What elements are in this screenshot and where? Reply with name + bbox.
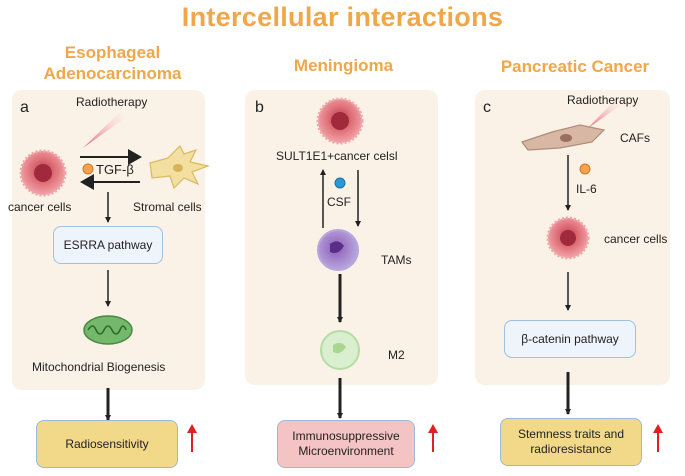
cafs-label: CAFs <box>620 131 650 145</box>
tams-label: TAMs <box>381 253 412 267</box>
panel-a-cancer-cells-label: cancer cells <box>8 200 72 214</box>
column-a-heading-line2: Adenocarcinoma <box>43 64 182 83</box>
column-c-heading: Pancreatic Cancer <box>500 57 650 76</box>
column-a-heading-line1: Esophageal <box>64 43 161 62</box>
cancer-cell-icon <box>546 216 590 260</box>
panel-c-cancer-cells-label: cancer cells <box>604 232 668 246</box>
macrophage-icon <box>317 229 359 271</box>
column-a-heading: Esophageal Adenocarcinoma <box>10 42 215 84</box>
m2-label: M2 <box>388 348 405 362</box>
cancer-cell-icon <box>316 97 364 145</box>
il6-molecule-icon <box>579 163 591 175</box>
il6-label: IL-6 <box>576 182 597 196</box>
immunosuppressive-line2: Microenvironment <box>298 444 394 458</box>
beta-catenin-pathway-box: β-catenin pathway <box>504 320 636 358</box>
tgf-beta-label: TGF-β <box>96 162 134 177</box>
mitochondrion-icon <box>83 315 133 345</box>
m2-macrophage-icon <box>320 330 360 370</box>
panel-a-radiotherapy-label: Radiotherapy <box>76 95 148 109</box>
panel-c-letter: c <box>483 99 491 116</box>
panel-a-letter: a <box>20 99 29 116</box>
immunosuppressive-line1: Immunosuppressive <box>292 429 400 443</box>
stemness-box: Stemness traits and radioresistance <box>500 418 642 466</box>
radiation-beam-icon <box>588 100 620 128</box>
panel-b-letter: b <box>255 99 264 116</box>
radiosensitivity-box: Radiosensitivity <box>36 420 178 468</box>
tgf-beta-molecule-icon <box>82 163 94 175</box>
sult1e1-cancer-cells-label: SULT1E1+cancer celsl <box>276 149 398 163</box>
column-b-heading: Meningioma <box>293 56 394 75</box>
csf-label: CSF <box>327 195 351 209</box>
radiation-beam-icon <box>83 112 125 148</box>
mitochondrial-biogenesis-label: Mitochondrial Biogenesis <box>32 360 166 374</box>
csf-molecule-icon <box>334 177 346 189</box>
stemness-line2: radioresistance <box>530 442 612 456</box>
immunosuppressive-box: Immunosuppressive Microenvironment <box>277 420 415 468</box>
page-title: Intercellular interactions <box>181 2 504 32</box>
fibroblast-icon <box>521 124 606 151</box>
up-arrow-icon <box>187 424 197 452</box>
stromal-cells-label: Stromal cells <box>133 200 202 214</box>
up-arrow-icon <box>428 424 438 452</box>
up-arrow-icon <box>653 424 663 452</box>
stemness-line1: Stemness traits and <box>517 427 625 441</box>
stromal-cell-icon <box>149 144 211 190</box>
cancer-cell-icon <box>19 149 67 197</box>
esrra-pathway-box: ESRRA pathway <box>53 226 163 264</box>
panel-c-radiotherapy-label: Radiotherapy <box>567 93 639 107</box>
